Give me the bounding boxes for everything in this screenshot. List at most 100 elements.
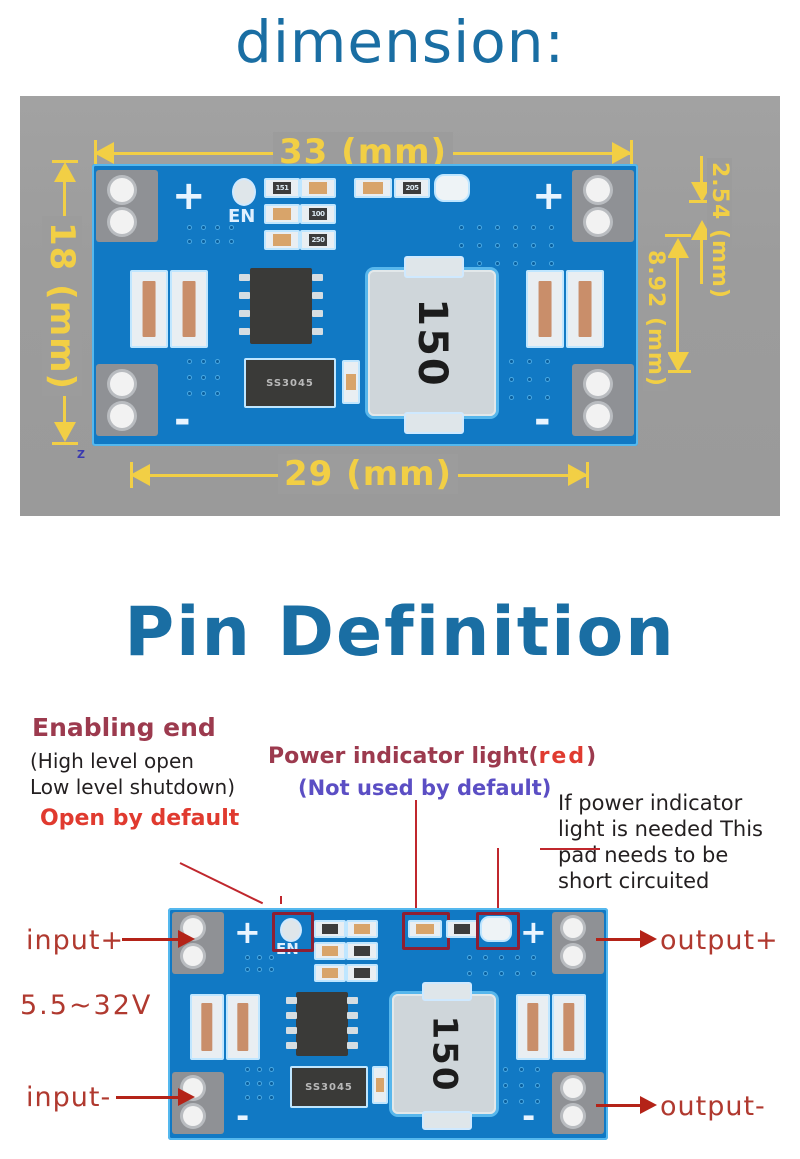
smd-resistor bbox=[314, 964, 346, 982]
dim-arrow-left-33 bbox=[94, 142, 114, 164]
dim-cap-bottom-892 bbox=[665, 370, 691, 373]
smd-resistor bbox=[346, 942, 378, 960]
highlight-box-enable-pad bbox=[272, 912, 314, 952]
smd-resistor bbox=[264, 230, 300, 250]
pad-hole bbox=[563, 946, 583, 966]
en-solder-pad bbox=[232, 178, 256, 206]
inductor-terminal bbox=[404, 412, 464, 434]
dim-arrow-right-33 bbox=[612, 142, 632, 164]
main-ic bbox=[239, 268, 323, 344]
smd-resistor bbox=[300, 178, 336, 198]
pad-hole bbox=[183, 946, 203, 966]
callout-line-enabling-end-tip bbox=[280, 896, 282, 904]
io-label-input-plus: input+ bbox=[26, 925, 125, 956]
capacitor bbox=[552, 994, 586, 1060]
dim-arrow-down-18 bbox=[54, 422, 76, 442]
via-grid-right-lower bbox=[488, 1068, 548, 1118]
led-component bbox=[408, 920, 442, 938]
smd-resistor: 205 bbox=[394, 178, 430, 198]
pad-hole bbox=[563, 918, 583, 938]
dim-cap-left-29 bbox=[130, 462, 133, 488]
dim-label-pitch: 2.54 (mm) bbox=[707, 158, 732, 303]
via-grid-left bbox=[188, 226, 248, 258]
dim-label-width-bottom: 29 (mm) bbox=[278, 454, 459, 494]
pad-hole bbox=[110, 372, 134, 396]
smd-resistor bbox=[342, 360, 360, 404]
arrow-head-output-plus bbox=[640, 930, 657, 948]
smd-resistor bbox=[346, 964, 378, 982]
dim-cap-top-18 bbox=[52, 160, 78, 163]
pcb-board-dimension: + + - - EN 151 100 250 205 bbox=[92, 164, 638, 446]
dim-arrow-right-29 bbox=[568, 464, 588, 486]
smd-res-code: 205 bbox=[405, 184, 419, 192]
silk-minus-right: - bbox=[534, 397, 551, 443]
capacitor bbox=[566, 270, 604, 348]
pad-hole bbox=[586, 178, 610, 202]
annotation-enabling-end-detail: (High level open Low level shutdown) bbox=[30, 749, 236, 799]
page-title-pin-definition: Pin Definition bbox=[124, 593, 676, 672]
capacitor bbox=[526, 270, 564, 348]
smd-resistor bbox=[314, 920, 346, 938]
smd-resistor: 100 bbox=[300, 204, 336, 224]
annotation-enabling-end-title: Enabling end bbox=[32, 713, 216, 742]
io-label-output-plus: output+ bbox=[660, 925, 779, 956]
inductor-marking: 150 bbox=[423, 1015, 464, 1093]
dim-cap-left-33 bbox=[94, 140, 97, 166]
diode-marking: SS3045 bbox=[266, 377, 314, 389]
arrow-head-output-minus bbox=[640, 1096, 657, 1114]
dim-arrow-left-29 bbox=[130, 464, 150, 486]
inductor: 150 bbox=[368, 270, 496, 416]
schottky-diode: SS3045 bbox=[290, 1066, 368, 1108]
short-pad[interactable] bbox=[480, 916, 512, 942]
smd-resistor bbox=[354, 178, 392, 198]
silk-minus-left: - bbox=[174, 397, 191, 443]
pad-hole bbox=[110, 210, 134, 234]
smd-res-code: 100 bbox=[311, 210, 325, 218]
dim-line-254 bbox=[700, 156, 703, 192]
callout-line-short-pad bbox=[497, 848, 499, 910]
callout-line-short-pad-h bbox=[540, 848, 600, 850]
capacitor bbox=[130, 270, 168, 348]
pad-hole bbox=[586, 210, 610, 234]
silk-plus-left: + bbox=[234, 913, 261, 951]
capacitor bbox=[226, 994, 260, 1060]
dim-label-span: 8.92 (mm) bbox=[643, 246, 668, 391]
dim-cap-right-29 bbox=[586, 462, 589, 488]
inductor-marking: 150 bbox=[409, 298, 455, 388]
annotation-power-indicator-note: (Not used by default) bbox=[298, 776, 552, 800]
en-solder-pad[interactable] bbox=[280, 918, 302, 942]
arrow-line-input-plus bbox=[122, 938, 180, 941]
silk-plus-right: + bbox=[532, 173, 566, 219]
smd-resistor bbox=[346, 920, 378, 938]
power-indicator-paren-close: ) bbox=[586, 744, 597, 769]
pad-hole bbox=[110, 178, 134, 202]
io-label-input-minus: input- bbox=[26, 1082, 112, 1113]
smd-resistor bbox=[372, 1066, 388, 1104]
main-ic bbox=[286, 992, 358, 1056]
pad-hole bbox=[586, 404, 610, 428]
dimension-figure: 33 (mm) 29 (mm) 18 (mm) 2.54 (mm) 8.92 (… bbox=[20, 96, 780, 516]
dim-arrow-down-892 bbox=[667, 352, 689, 372]
pad-hole bbox=[563, 1106, 583, 1126]
via-grid-left-lower bbox=[188, 360, 248, 420]
inductor-terminal bbox=[422, 1111, 472, 1130]
callout-line-power-indicator bbox=[415, 800, 417, 910]
via-grid-right-lower bbox=[492, 360, 562, 420]
highlight-box-short-pad bbox=[476, 912, 520, 950]
capacitor bbox=[516, 994, 550, 1060]
pad-hole bbox=[110, 404, 134, 428]
dim-arrow-up-892 bbox=[667, 238, 689, 258]
silk-plus-right: + bbox=[520, 913, 547, 951]
smd-resistor: 250 bbox=[300, 230, 336, 250]
dim-label-height-left: 18 (mm) bbox=[42, 216, 82, 397]
diode-marking: SS3045 bbox=[305, 1081, 353, 1093]
via-grid-left-lower bbox=[246, 1068, 292, 1118]
highlight-box-led bbox=[402, 912, 450, 950]
dim-cap-bottom-18 bbox=[52, 442, 78, 445]
annotation-enabling-end-state: Open by default bbox=[40, 806, 240, 831]
annotation-short-pad-note: If power indicator light is needed This … bbox=[558, 791, 763, 893]
silk-plus-left: + bbox=[172, 173, 206, 219]
dim-line-892 bbox=[676, 256, 679, 366]
dim-cap-254 bbox=[689, 200, 715, 203]
smd-resistor bbox=[314, 942, 346, 960]
